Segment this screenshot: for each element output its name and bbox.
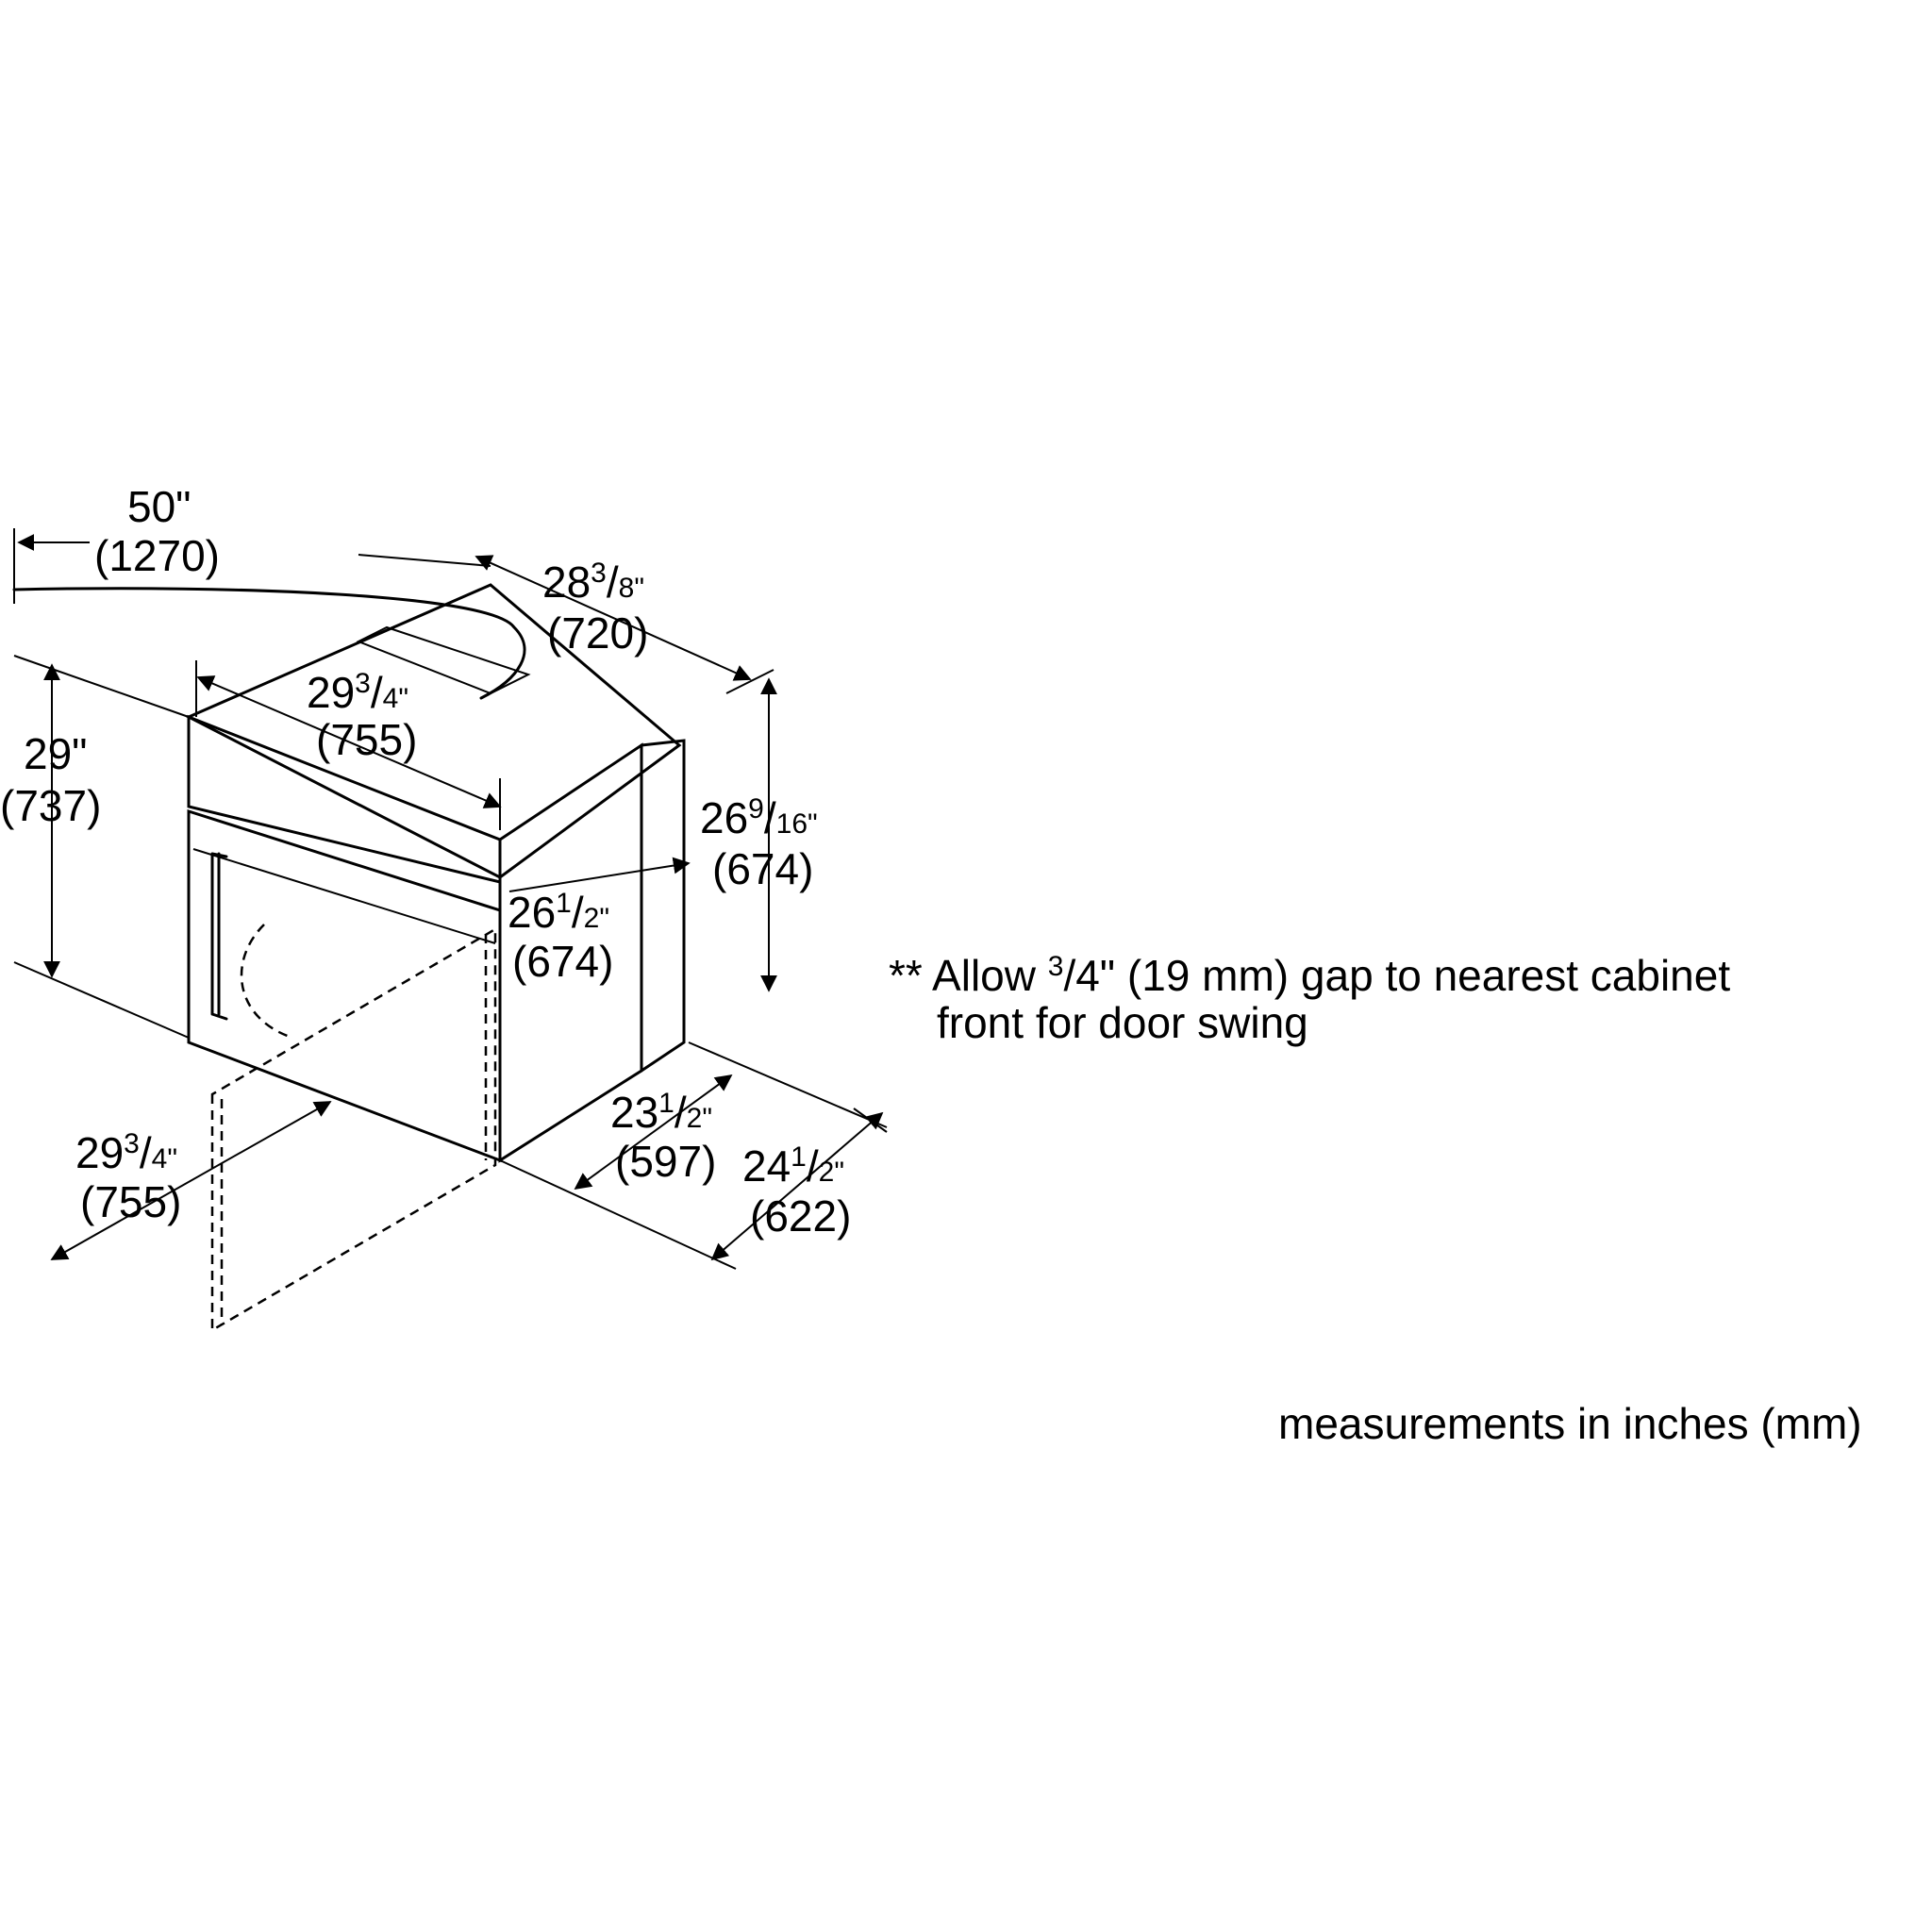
label-width-top-mm: (755)	[316, 715, 417, 764]
rear-trim	[640, 739, 686, 1073]
cabinet-line-top	[13, 655, 190, 718]
label-width-top-in: 293/4"	[307, 668, 408, 717]
door-swing-arc	[240, 924, 293, 1040]
dimension-lines	[13, 528, 888, 1261]
door-handle	[210, 852, 228, 1021]
label-height-mid-in: 261/2"	[508, 888, 609, 937]
note-line-2: front for door swing	[937, 998, 1308, 1047]
label-cord-in: 50"	[127, 482, 192, 531]
label-height-right-in: 269/16"	[700, 793, 818, 842]
door-line	[192, 848, 496, 944]
label-depth-b-in: 241/2"	[742, 1141, 844, 1191]
label-depth-top-in: 283/8"	[542, 558, 644, 607]
label-depth-a-in: 231/2"	[610, 1088, 712, 1137]
note-line-1: ** Allow 3/4" (19 mm) gap to nearest cab…	[889, 951, 1730, 1000]
label-height-left-in: 29"	[24, 729, 88, 778]
label-depth-b-mm: (622)	[750, 1191, 851, 1241]
label-depth-top-mm: (720)	[547, 608, 648, 658]
cabinet-line-bottom	[13, 961, 190, 1039]
label-depth-a-mm: (597)	[615, 1137, 716, 1186]
open-door-inner	[220, 934, 488, 1325]
label-height-right-mm: (674)	[712, 844, 813, 893]
label-door-mm: (755)	[80, 1177, 181, 1226]
floor-line	[499, 1159, 737, 1270]
oven-body	[185, 583, 686, 1163]
label-door-in: 293/4"	[75, 1128, 177, 1177]
label-height-left-mm: (737)	[0, 781, 101, 830]
label-cord-mm: (1270)	[94, 531, 220, 580]
oven-door	[187, 808, 502, 1163]
measurement-units-caption: measurements in inches (mm)	[1278, 1399, 1862, 1448]
label-height-mid-mm: (674)	[512, 937, 613, 986]
open-door-outline	[210, 926, 497, 1333]
